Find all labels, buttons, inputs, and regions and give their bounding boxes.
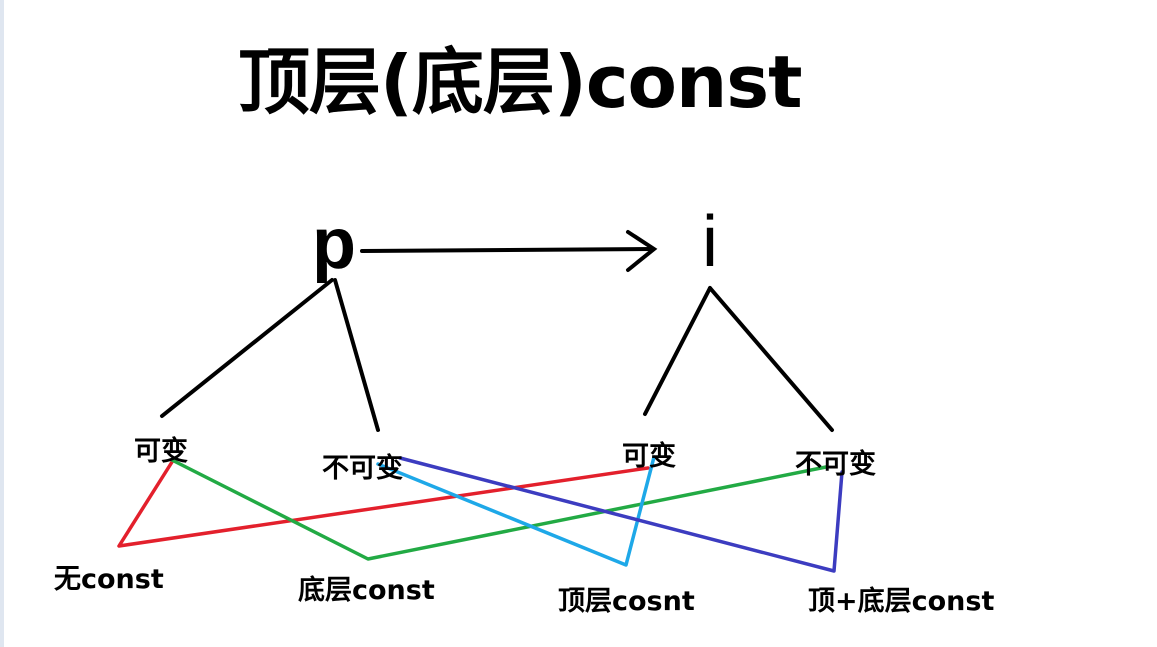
pointer-mutable-label: 可变: [134, 436, 188, 467]
p-to-immutable-branch: [333, 278, 380, 432]
top-level-const-label: 顶层cosnt: [558, 586, 695, 617]
i-to-mutable-branch: [643, 286, 712, 416]
no-const-label: 无const: [54, 564, 164, 595]
no-const-link: [117, 460, 650, 548]
object-mutable-label: 可变: [622, 441, 676, 472]
pointer-node-label: p: [312, 204, 356, 284]
object-immutable-label: 不可变: [795, 449, 876, 480]
low-level-const-label: 底层const: [298, 575, 435, 606]
pointer-immutable-label: 不可变: [322, 453, 403, 484]
top-level-const-link: [376, 455, 656, 567]
page-title: 顶层(底层)const: [238, 40, 802, 124]
both-const-link: [398, 456, 844, 573]
i-to-immutable-branch: [708, 286, 834, 432]
top-and-low-const-label: 顶+底层const: [808, 586, 995, 617]
tree-structure: [160, 230, 834, 432]
low-level-const-link: [170, 458, 828, 561]
object-node-label: i: [702, 202, 718, 282]
p-to-mutable-branch: [160, 278, 334, 418]
left-edge-strip: [0, 0, 4, 647]
arrow-head: [626, 230, 658, 272]
arrow-shaft: [360, 247, 654, 253]
